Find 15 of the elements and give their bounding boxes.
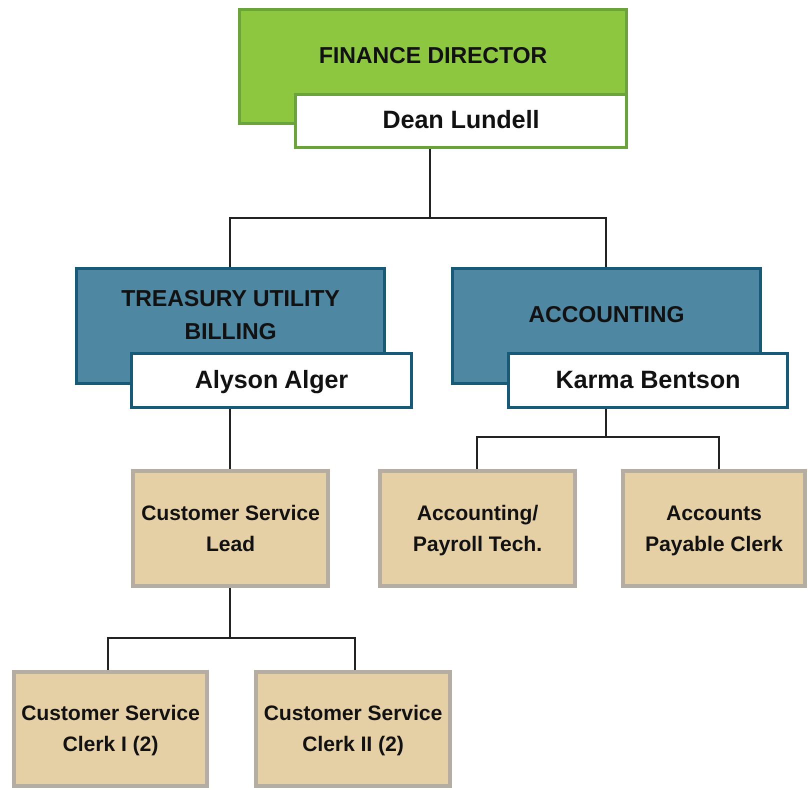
position-box: Customer Service Clerk I (2) bbox=[12, 670, 209, 788]
position-box: Accounting/ Payroll Tech. bbox=[378, 469, 577, 588]
name-box: Dean Lundell bbox=[294, 93, 628, 149]
connector-line bbox=[229, 588, 356, 670]
name-box: Alyson Alger bbox=[130, 352, 413, 409]
department-title: TREASURY UTILITY BILLING bbox=[120, 284, 341, 346]
connector-line bbox=[229, 409, 231, 469]
connector-line bbox=[605, 409, 720, 469]
position-box: Accounts Payable Clerk bbox=[621, 469, 807, 588]
name-box: Karma Bentson bbox=[507, 352, 789, 409]
position-box: Customer Service Lead bbox=[131, 469, 330, 588]
connector-line bbox=[429, 149, 607, 267]
position-box: Customer Service Clerk II (2) bbox=[254, 670, 452, 788]
department-title: FINANCE DIRECTOR bbox=[318, 41, 548, 70]
department-title: ACCOUNTING bbox=[528, 300, 684, 329]
